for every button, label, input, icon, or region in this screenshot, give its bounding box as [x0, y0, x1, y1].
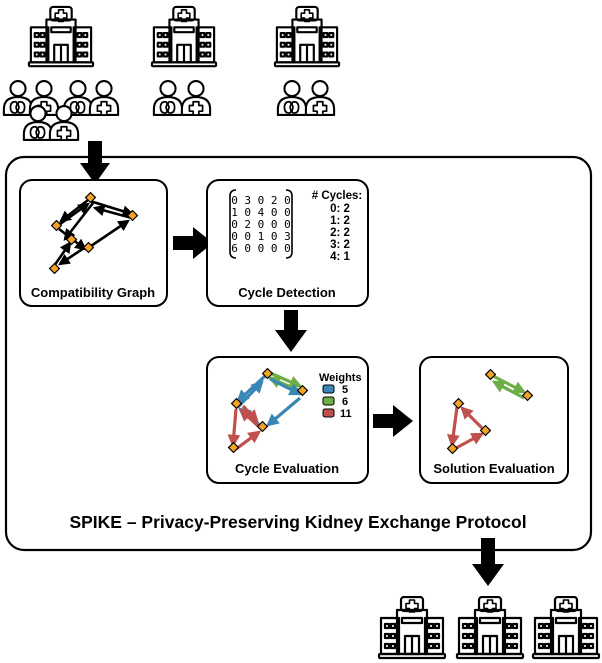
hospital-icon [531, 596, 601, 660]
weight-label: 6 [342, 396, 348, 408]
arrow-right-icon [173, 227, 213, 259]
solution-evaluation-box [419, 356, 569, 484]
cycle-count-row: 4: 1 [330, 251, 350, 263]
kidney-donor-icon [152, 80, 184, 116]
weight-label: 11 [340, 408, 352, 420]
matrix-row: 0 0 1 0 3 [231, 230, 291, 243]
weight-swatch [322, 384, 335, 394]
graph-node [82, 241, 95, 254]
graph-node [227, 441, 240, 454]
hospital-icon [150, 5, 218, 68]
cycle-count-row: 3: 2 [330, 239, 350, 251]
matrix-row: 0 2 0 0 0 [231, 218, 291, 231]
solution-graph [446, 374, 527, 450]
compatibility-graph-label: Compatibility Graph [31, 285, 155, 300]
cycle-counts: # Cycles: 0: 2 1: 2 2: 2 3: 2 4: 1 [312, 190, 363, 263]
compatibility-graph-nodes [48, 191, 139, 275]
solution-evaluation-label: Solution Evaluation [433, 461, 554, 476]
arrow-down-icon [275, 310, 307, 352]
matrix-row: 6 0 0 0 0 [231, 242, 291, 255]
hospital-icon [455, 596, 525, 660]
weighted-cycles-graph [227, 370, 303, 451]
graph-node [261, 367, 274, 380]
matrix-row: 1 0 4 0 0 [231, 206, 291, 219]
weights-heading: Weights [319, 372, 362, 384]
cycle-count-row: 2: 2 [330, 227, 350, 239]
hospital-icon [273, 5, 341, 68]
matrix-bracket-left [229, 189, 237, 259]
weight-swatch [322, 396, 335, 406]
graph-node [65, 233, 78, 246]
protocol-title: SPIKE – Privacy-Preserving Kidney Exchan… [69, 512, 526, 532]
patient-icon [304, 80, 336, 116]
weight-label: 5 [342, 384, 348, 396]
hospital-group-output [377, 596, 601, 660]
hospital-group-3 [273, 5, 341, 116]
weight-swatch [322, 408, 335, 418]
graph-node [84, 191, 97, 204]
graph-node [256, 420, 269, 433]
hospital-icon [27, 5, 95, 68]
output-arrow-icon [472, 538, 504, 586]
hospital-group-1 [2, 5, 120, 141]
patient-icon [88, 80, 120, 116]
graph-node [50, 219, 63, 232]
hospital-icon [377, 596, 447, 660]
input-arrow-icon [80, 141, 110, 184]
cycle-count-row: 1: 2 [330, 215, 350, 227]
graph-node [479, 424, 492, 437]
kidney-donor-icon [276, 80, 308, 116]
weighted-cycles-nodes [227, 367, 309, 454]
matrix-bracket-right [285, 189, 293, 259]
cycle-evaluation-label: Cycle Evaluation [235, 461, 339, 476]
adjacency-matrix: 0 3 0 2 0 1 0 4 0 0 0 2 0 0 0 0 0 1 0 3 … [231, 194, 291, 255]
weights-legend: Weights 5 6 11 [319, 372, 362, 420]
cycle-count-row: 0: 2 [330, 203, 350, 215]
graph-node [452, 397, 465, 410]
cycles-heading: # Cycles: [312, 190, 363, 202]
matrix-row: 0 3 0 2 0 [231, 194, 291, 207]
arrow-right-icon [373, 405, 413, 437]
graph-node [230, 397, 243, 410]
cycle-detection-box [206, 179, 369, 307]
graph-node [446, 442, 459, 455]
graph-node [484, 368, 497, 381]
cycle-detection-label: Cycle Detection [238, 285, 336, 300]
solution-graph-nodes [446, 368, 534, 455]
kidney-donor-icon [2, 80, 34, 116]
graph-node [126, 209, 139, 222]
graph-node [521, 389, 534, 402]
patient-icon [180, 80, 212, 116]
graph-node [296, 384, 309, 397]
hospital-group-2 [150, 5, 218, 116]
graph-node [48, 262, 61, 275]
